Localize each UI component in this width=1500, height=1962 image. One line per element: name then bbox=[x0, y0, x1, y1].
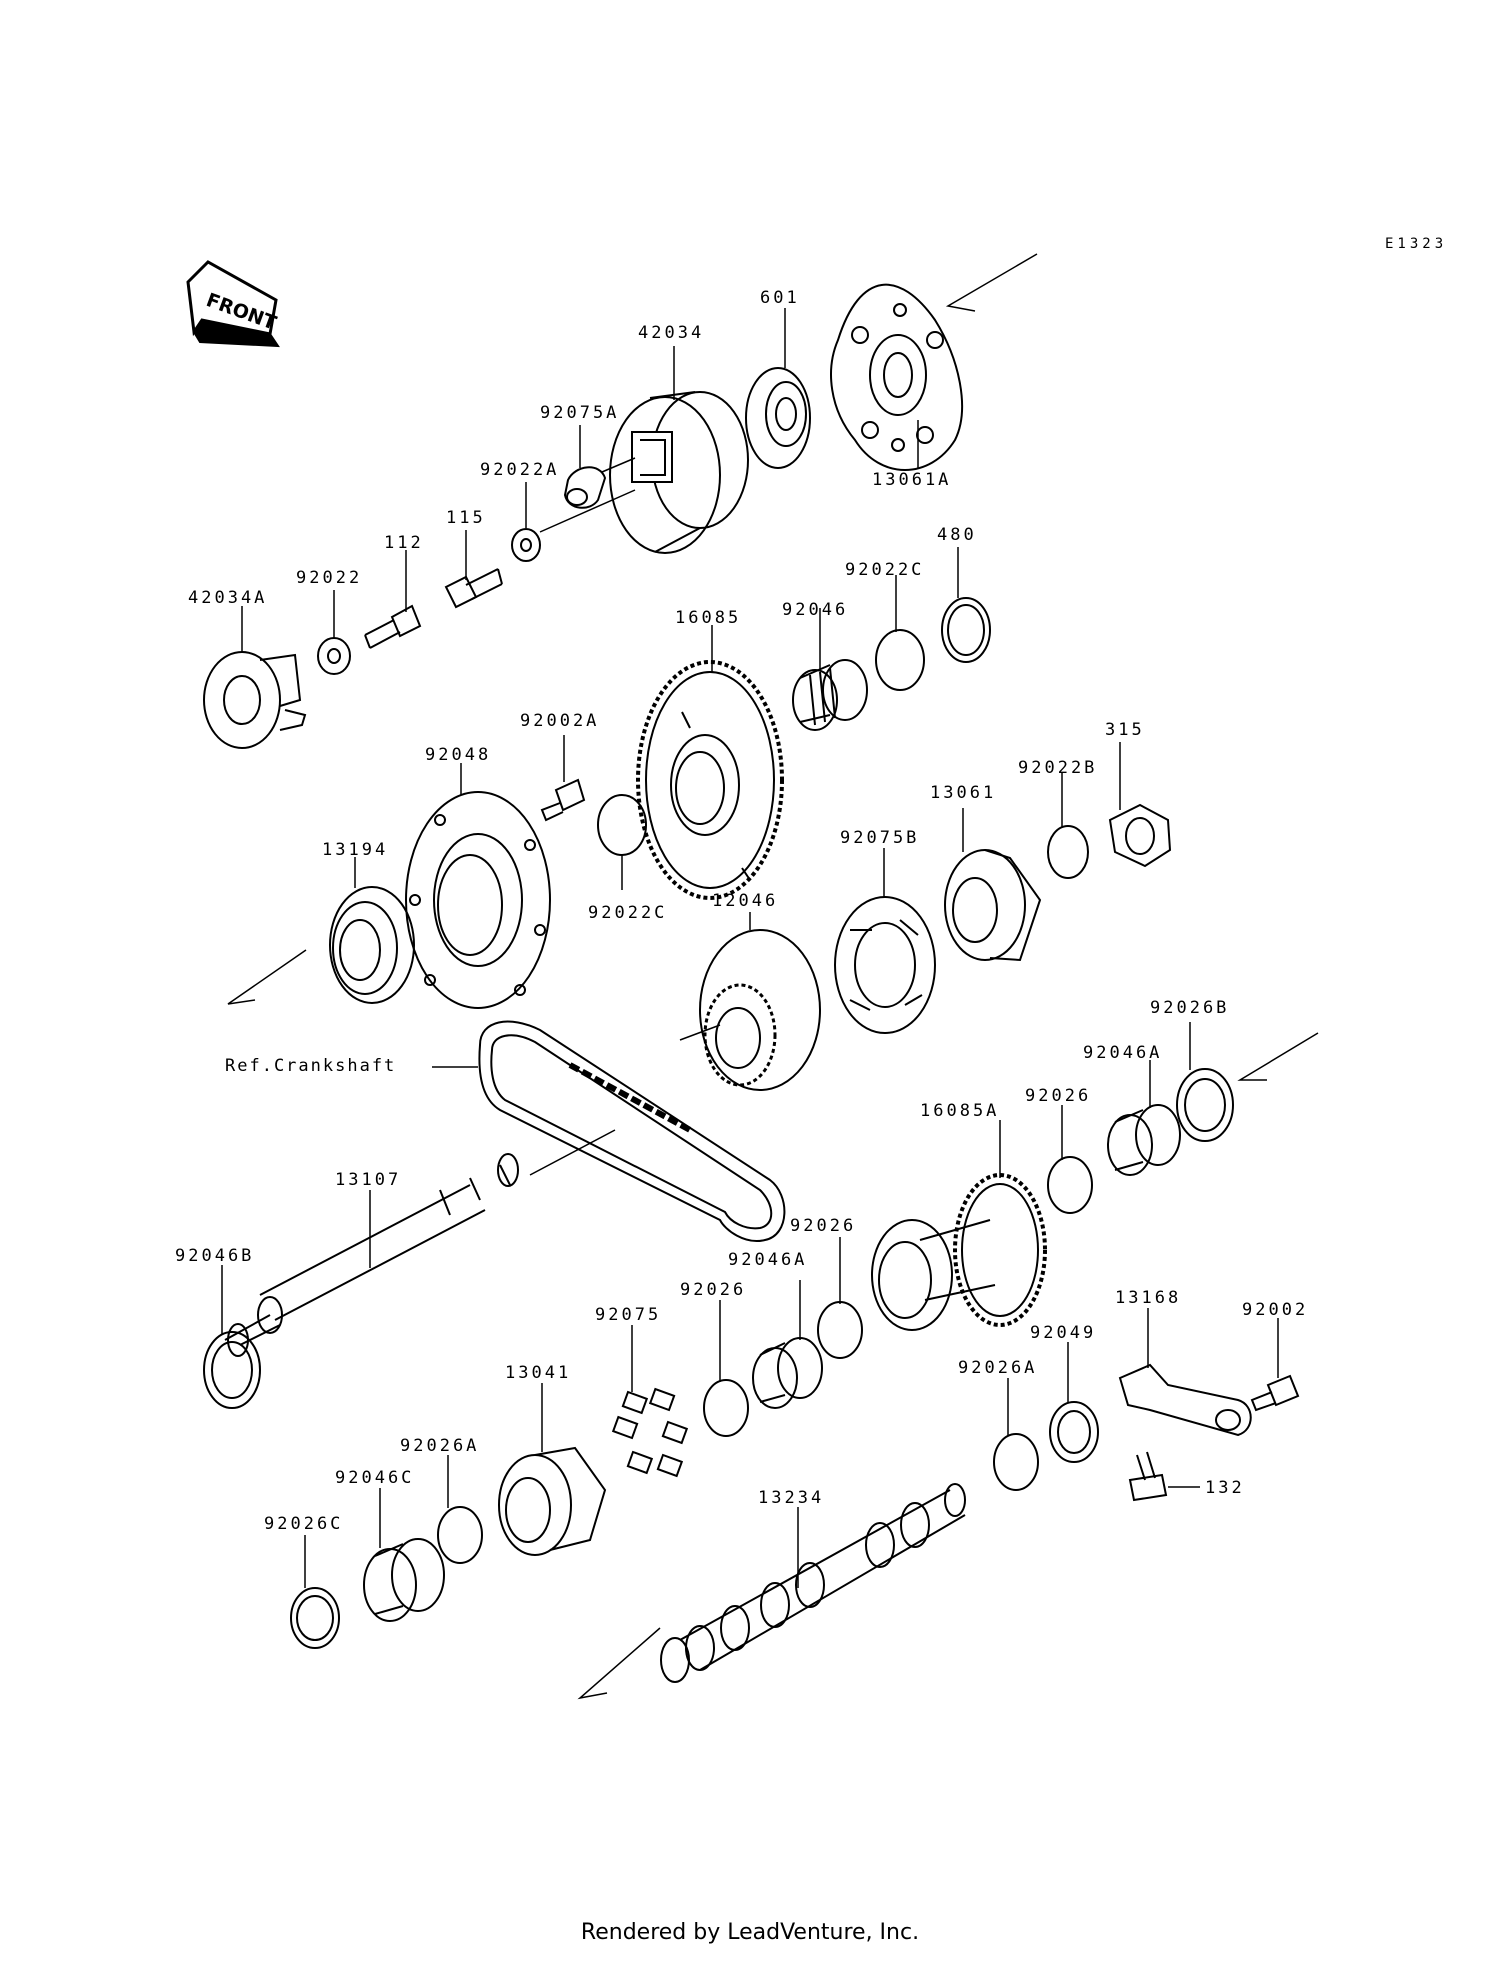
part-label-92022C-mid[interactable]: 92022C bbox=[588, 903, 668, 923]
hub-13061 bbox=[944, 849, 1042, 962]
dampers-92075 bbox=[611, 1387, 689, 1478]
washer-92022 bbox=[317, 637, 351, 675]
part-label-92022B[interactable]: 92022B bbox=[1018, 758, 1098, 778]
needle-bearing-92046A-right bbox=[1107, 1104, 1181, 1176]
hub-13041 bbox=[498, 1446, 607, 1556]
part-label-13061A[interactable]: 13061A bbox=[872, 470, 952, 490]
part-label-92026A-right[interactable]: 92026A bbox=[958, 1358, 1038, 1378]
needle-bearing-92046C bbox=[363, 1538, 445, 1622]
clutch-hub-42034 bbox=[609, 391, 749, 554]
part-label-42034[interactable]: 42034 bbox=[638, 323, 705, 343]
part-label-13107[interactable]: 13107 bbox=[335, 1170, 402, 1190]
part-label-ref-crankshaft[interactable]: Ref.Crankshaft bbox=[225, 1056, 397, 1076]
shaft-13107 bbox=[224, 1153, 519, 1357]
part-label-92049[interactable]: 92049 bbox=[1030, 1323, 1097, 1343]
bolt-92002 bbox=[1250, 1374, 1300, 1412]
part-label-92046-top[interactable]: 92046 bbox=[782, 600, 849, 620]
part-label-92026-mid[interactable]: 92026 bbox=[790, 1216, 857, 1236]
shim-92026A-right bbox=[993, 1433, 1039, 1491]
part-label-92046C[interactable]: 92046C bbox=[335, 1468, 415, 1488]
part-label-92026B[interactable]: 92026B bbox=[1150, 998, 1230, 1018]
part-label-112[interactable]: 112 bbox=[384, 533, 424, 553]
bolt-115 bbox=[444, 568, 503, 609]
arm-13168 bbox=[1118, 1363, 1252, 1437]
part-label-92022A[interactable]: 92022A bbox=[480, 460, 560, 480]
part-label-480[interactable]: 480 bbox=[937, 525, 977, 545]
part-label-92026A-left[interactable]: 92026A bbox=[400, 1436, 480, 1456]
part-label-92022[interactable]: 92022 bbox=[296, 568, 363, 588]
shim-92026-low bbox=[703, 1379, 749, 1437]
part-label-13041[interactable]: 13041 bbox=[505, 1363, 572, 1383]
washer-92022A bbox=[511, 528, 541, 562]
shim-92026C bbox=[290, 1587, 340, 1649]
bolt-112 bbox=[364, 604, 422, 649]
section-break-marks bbox=[227, 253, 1319, 1700]
shim-92022C-top bbox=[875, 629, 925, 691]
part-label-92075[interactable]: 92075 bbox=[595, 1305, 662, 1325]
part-label-13234[interactable]: 13234 bbox=[758, 1488, 825, 1508]
drive-chain bbox=[478, 1020, 786, 1242]
part-label-92002A[interactable]: 92002A bbox=[520, 711, 600, 731]
damper-92075A bbox=[563, 466, 607, 509]
part-label-92046A-right[interactable]: 92046A bbox=[1083, 1043, 1163, 1063]
seal-92049 bbox=[1049, 1401, 1099, 1463]
part-label-115[interactable]: 115 bbox=[446, 508, 486, 528]
part-label-92048[interactable]: 92048 bbox=[425, 745, 492, 765]
leader-lines bbox=[221, 308, 1279, 1588]
needle-bearing-92046A-mid bbox=[752, 1337, 823, 1409]
seal-92046B bbox=[203, 1331, 261, 1409]
part-label-42034A[interactable]: 42034A bbox=[188, 588, 268, 608]
shim-92022B bbox=[1047, 825, 1089, 879]
part-label-92026-right[interactable]: 92026 bbox=[1025, 1086, 1092, 1106]
seal-92026B bbox=[1176, 1068, 1234, 1142]
nut-315 bbox=[1108, 803, 1172, 868]
part-label-16085[interactable]: 16085 bbox=[675, 608, 742, 628]
part-label-13194[interactable]: 13194 bbox=[322, 840, 389, 860]
part-label-315[interactable]: 315 bbox=[1105, 720, 1145, 740]
gear-16085 bbox=[636, 660, 784, 900]
part-label-16085A[interactable]: 16085A bbox=[920, 1101, 1000, 1121]
part-label-92026C[interactable]: 92026C bbox=[264, 1514, 344, 1534]
shim-92026-mid bbox=[817, 1301, 863, 1359]
part-label-92075B[interactable]: 92075B bbox=[840, 828, 920, 848]
needle-bearing-92046 bbox=[792, 659, 868, 731]
gear-16085A bbox=[871, 1173, 1047, 1331]
drive-plate-13061A bbox=[830, 283, 964, 471]
part-label-13168[interactable]: 13168 bbox=[1115, 1288, 1182, 1308]
part-label-92022C-top[interactable]: 92022C bbox=[845, 560, 925, 580]
bolt-92002A bbox=[540, 778, 586, 822]
shim-92026-right bbox=[1047, 1156, 1093, 1214]
shim-92026A-left bbox=[437, 1506, 483, 1564]
footer-credit: Rendered by LeadVenture, Inc. bbox=[580, 1920, 920, 1945]
part-label-92075A[interactable]: 92075A bbox=[540, 403, 620, 423]
part-label-92002[interactable]: 92002 bbox=[1242, 1300, 1309, 1320]
ball-bearing-601 bbox=[745, 367, 811, 469]
damper-92075B bbox=[834, 896, 936, 1034]
part-label-601[interactable]: 601 bbox=[760, 288, 800, 308]
part-label-12046[interactable]: 12046 bbox=[712, 891, 779, 911]
diagram-code: E1323 bbox=[1385, 236, 1448, 252]
sprocket-12046 bbox=[699, 929, 821, 1091]
camshaft-13234 bbox=[660, 1483, 966, 1683]
seal-13194 bbox=[329, 886, 415, 1004]
circlip-480 bbox=[941, 597, 991, 663]
part-label-132[interactable]: 132 bbox=[1205, 1478, 1245, 1498]
part-label-92046B[interactable]: 92046B bbox=[175, 1246, 255, 1266]
bolt-132 bbox=[1128, 1451, 1168, 1502]
part-label-92046A-mid[interactable]: 92046A bbox=[728, 1250, 808, 1270]
plate-92048 bbox=[405, 791, 551, 1009]
shim-92022C-mid bbox=[597, 794, 647, 856]
part-label-13061[interactable]: 13061 bbox=[930, 783, 997, 803]
front-arrow-icon: FRONT bbox=[186, 260, 280, 348]
hub-42034A bbox=[203, 651, 307, 749]
part-label-92026-low[interactable]: 92026 bbox=[680, 1280, 747, 1300]
